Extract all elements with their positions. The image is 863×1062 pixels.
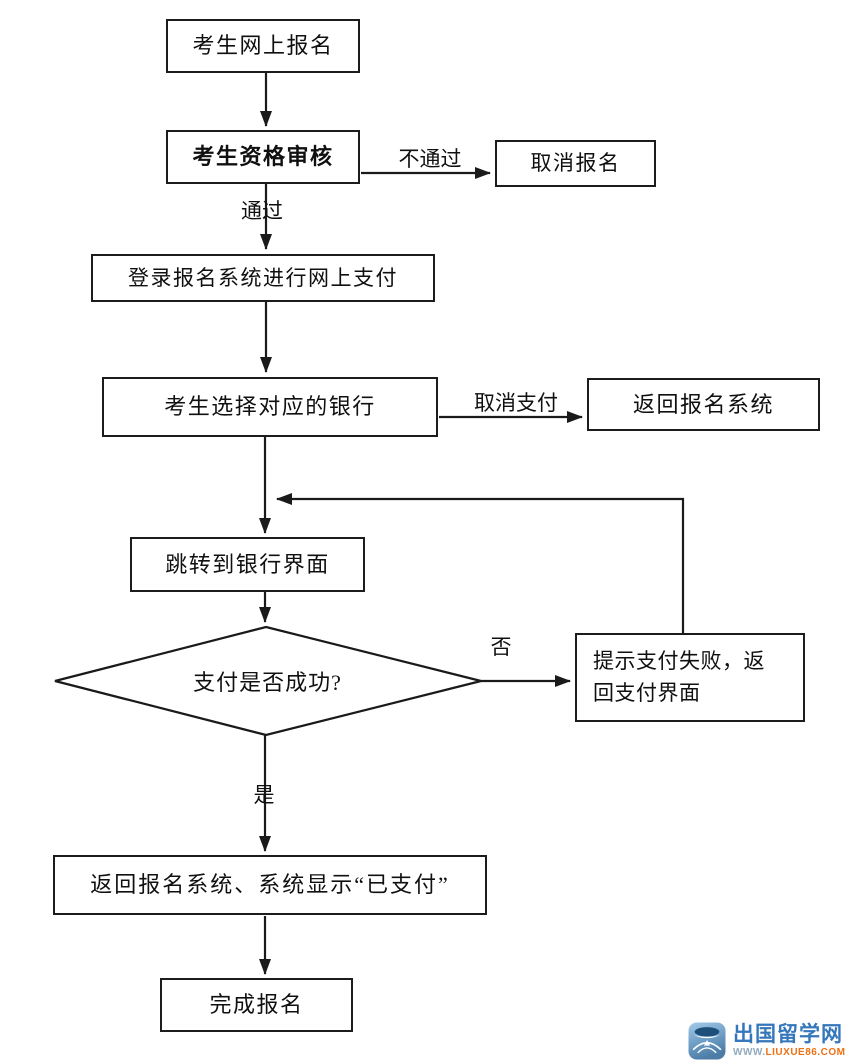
edge-label-yes: 是 <box>253 783 275 807</box>
site-url-main: LIUXUE86.COM <box>765 1047 846 1058</box>
liuxue86-logo-icon <box>688 1022 726 1060</box>
node-payment-failed: 提示支付失败，返回支付界面 <box>575 633 805 722</box>
site-watermark: 出国留学网 WWW.LIUXUE86.COM <box>688 1022 845 1060</box>
node-jump-to-bank-page: 跳转到银行界面 <box>130 537 365 592</box>
node-qualification-review: 考生资格审核 <box>166 130 360 184</box>
node-cancel-registration: 取消报名 <box>495 140 656 187</box>
node-payment-success-decision: 支付是否成功? <box>193 670 342 695</box>
node-login-online-payment: 登录报名系统进行网上支付 <box>91 254 435 302</box>
edge-label-cancel-payment: 取消支付 <box>474 391 558 415</box>
node-return-to-system: 返回报名系统 <box>587 378 820 431</box>
node-register: 考生网上报名 <box>166 19 360 73</box>
node-complete-registration: 完成报名 <box>160 978 353 1032</box>
edge-label-no: 否 <box>490 635 512 659</box>
edge-label-pass: 通过 <box>241 199 283 223</box>
site-name-text: 出国留学网 <box>733 1023 843 1046</box>
node-select-bank: 考生选择对应的银行 <box>102 377 438 437</box>
site-url-text: WWW.LIUXUE86.COM <box>733 1048 845 1058</box>
arrow-fail-feedback <box>276 493 685 633</box>
edge-label-not-pass: 不通过 <box>398 147 462 171</box>
node-system-shows-paid: 返回报名系统、系统显示“已支付” <box>53 855 487 915</box>
site-url-prefix: WWW. <box>733 1047 766 1058</box>
decision-diamond-shape <box>54 625 482 737</box>
